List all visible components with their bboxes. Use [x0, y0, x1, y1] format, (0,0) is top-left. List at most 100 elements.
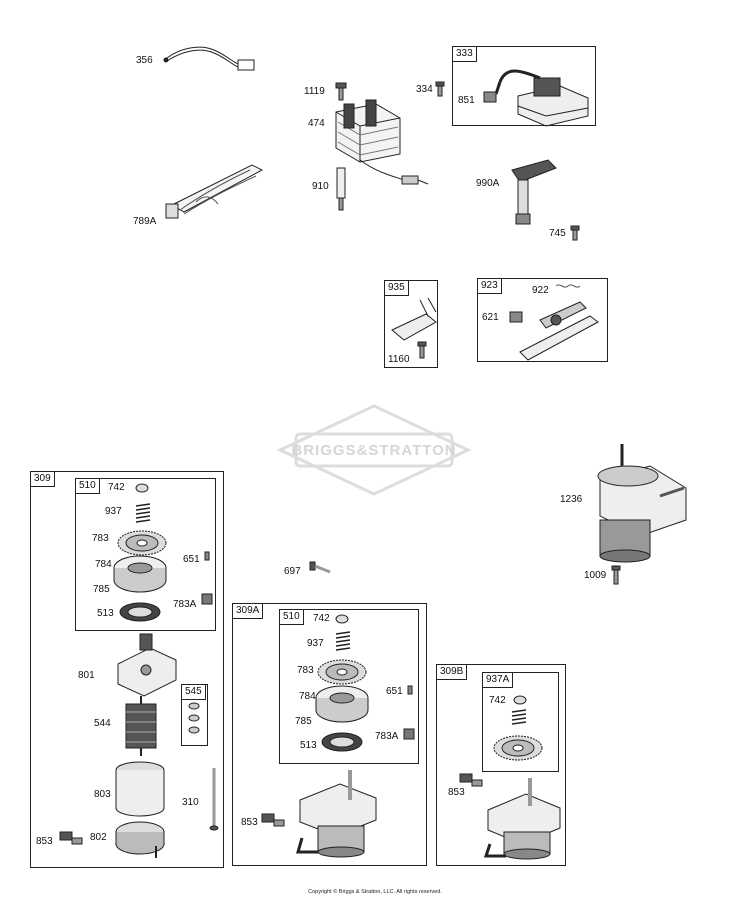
armature-544: [125, 696, 157, 756]
watermark-shape: [276, 404, 472, 496]
callout-621: 621: [482, 312, 499, 323]
group-box-333: 333: [452, 46, 596, 126]
housing-803: [115, 761, 165, 817]
bracket-935: [391, 297, 437, 359]
group-box-510-b: 510: [279, 609, 419, 764]
callout-783A-b: 783A: [375, 731, 399, 742]
clutch-784-b: [315, 685, 369, 723]
group-tag-333: 333: [452, 46, 477, 62]
spring-937-c: [511, 709, 527, 725]
callout-784-a: 784: [95, 559, 112, 570]
retainer-742-a: [135, 483, 149, 493]
gear-783-b: [317, 659, 367, 685]
group-tag-309A: 309A: [232, 603, 264, 619]
cap-783A-b: [403, 728, 415, 740]
callout-783A-a: 783A: [173, 599, 197, 610]
end-cap-802: [115, 821, 165, 858]
callout-801: 801: [78, 670, 95, 681]
retainer-742-b: [335, 614, 349, 624]
screw-1009: [611, 565, 621, 585]
end-cap-801: [117, 633, 177, 697]
callout-745: 745: [549, 228, 566, 239]
callout-783-a: 783: [92, 533, 109, 544]
callout-853-c: 853: [448, 787, 465, 798]
callout-803: 803: [94, 789, 111, 800]
group-tag-923: 923: [477, 278, 502, 294]
bolt-310: [209, 768, 219, 831]
starter-assembly-1236: [597, 444, 687, 563]
callout-785-b: 785: [295, 716, 312, 727]
callout-910: 910: [312, 181, 329, 192]
watermark-text: BRIGGS&STRATTON: [291, 442, 457, 459]
spring-937-b: [335, 631, 351, 651]
cap-783A-a: [201, 593, 213, 605]
callout-513-b: 513: [300, 740, 317, 751]
screw-334: [435, 81, 445, 97]
callout-922: 922: [532, 285, 549, 296]
callout-1160: 1160: [388, 354, 410, 365]
connector-853-b: [261, 813, 285, 827]
screw-745: [570, 225, 580, 241]
brand-watermark: BRIGGS&STRATTON: [276, 404, 472, 496]
screw-697: [309, 561, 331, 574]
connector-853-a: [59, 831, 83, 845]
callout-784-b: 784: [299, 691, 316, 702]
group-tag-510-a: 510: [75, 478, 100, 494]
group-box-935: 935: [384, 280, 438, 368]
ground-wire-789A: [165, 164, 264, 219]
callout-937-a: 937: [105, 506, 122, 517]
spacer-910: [336, 167, 346, 211]
callout-474: 474: [308, 118, 325, 129]
starter-motor-309A: [296, 770, 377, 858]
group-tag-510-b: 510: [279, 609, 304, 625]
callout-853-b: 853: [241, 817, 258, 828]
callout-851: 851: [458, 95, 475, 106]
group-tag-309B: 309B: [436, 664, 468, 680]
callout-802: 802: [90, 832, 107, 843]
group-tag-937A: 937A: [482, 672, 514, 688]
ring-513-b: [321, 732, 363, 752]
callout-1009: 1009: [584, 570, 607, 581]
gear-783-c: [493, 735, 543, 761]
group-box-545: 545: [181, 684, 208, 746]
screw-1119: [335, 82, 347, 101]
spring-937-a: [135, 503, 151, 523]
callout-513-a: 513: [97, 608, 114, 619]
callout-785-a: 785: [93, 584, 110, 595]
screw-651-a: [204, 551, 210, 561]
callout-697: 697: [284, 566, 301, 577]
callout-310: 310: [182, 797, 199, 808]
callout-651-b: 651: [386, 686, 403, 697]
group-tag-309: 309: [30, 471, 55, 487]
group-box-309A: 309A: [232, 603, 427, 866]
callout-742-b: 742: [313, 613, 330, 624]
group-box-510-a: 510: [75, 478, 216, 631]
retainer-742-c: [513, 695, 527, 705]
ring-513-a: [119, 602, 161, 622]
copyright-notice: Copyright © Briggs & Stratton, LLC. All …: [308, 889, 442, 895]
group-box-923: 923: [477, 278, 608, 362]
callout-651-a: 651: [183, 554, 200, 565]
armature-333: [483, 69, 589, 127]
group-box-309: 309: [30, 471, 224, 868]
callout-853-a: 853: [36, 836, 53, 847]
armature-474: [335, 99, 429, 185]
callout-742-c: 742: [489, 695, 506, 706]
callout-789A: 789A: [133, 216, 157, 227]
group-box-937A: 937A: [482, 672, 559, 772]
callout-544: 544: [94, 718, 111, 729]
callout-334: 334: [416, 84, 433, 95]
callout-742-a: 742: [108, 482, 125, 493]
brushes-545: [188, 702, 200, 734]
gear-783-a: [117, 530, 167, 556]
group-box-309B: 309B: [436, 664, 566, 866]
group-tag-935: 935: [384, 280, 409, 296]
wire-harness-356: [163, 46, 255, 71]
cover-990A: [511, 159, 557, 225]
callout-1119: 1119: [304, 86, 325, 97]
clutch-784-a: [113, 555, 167, 593]
connector-853-c: [459, 773, 483, 787]
callout-356: 356: [136, 55, 153, 66]
